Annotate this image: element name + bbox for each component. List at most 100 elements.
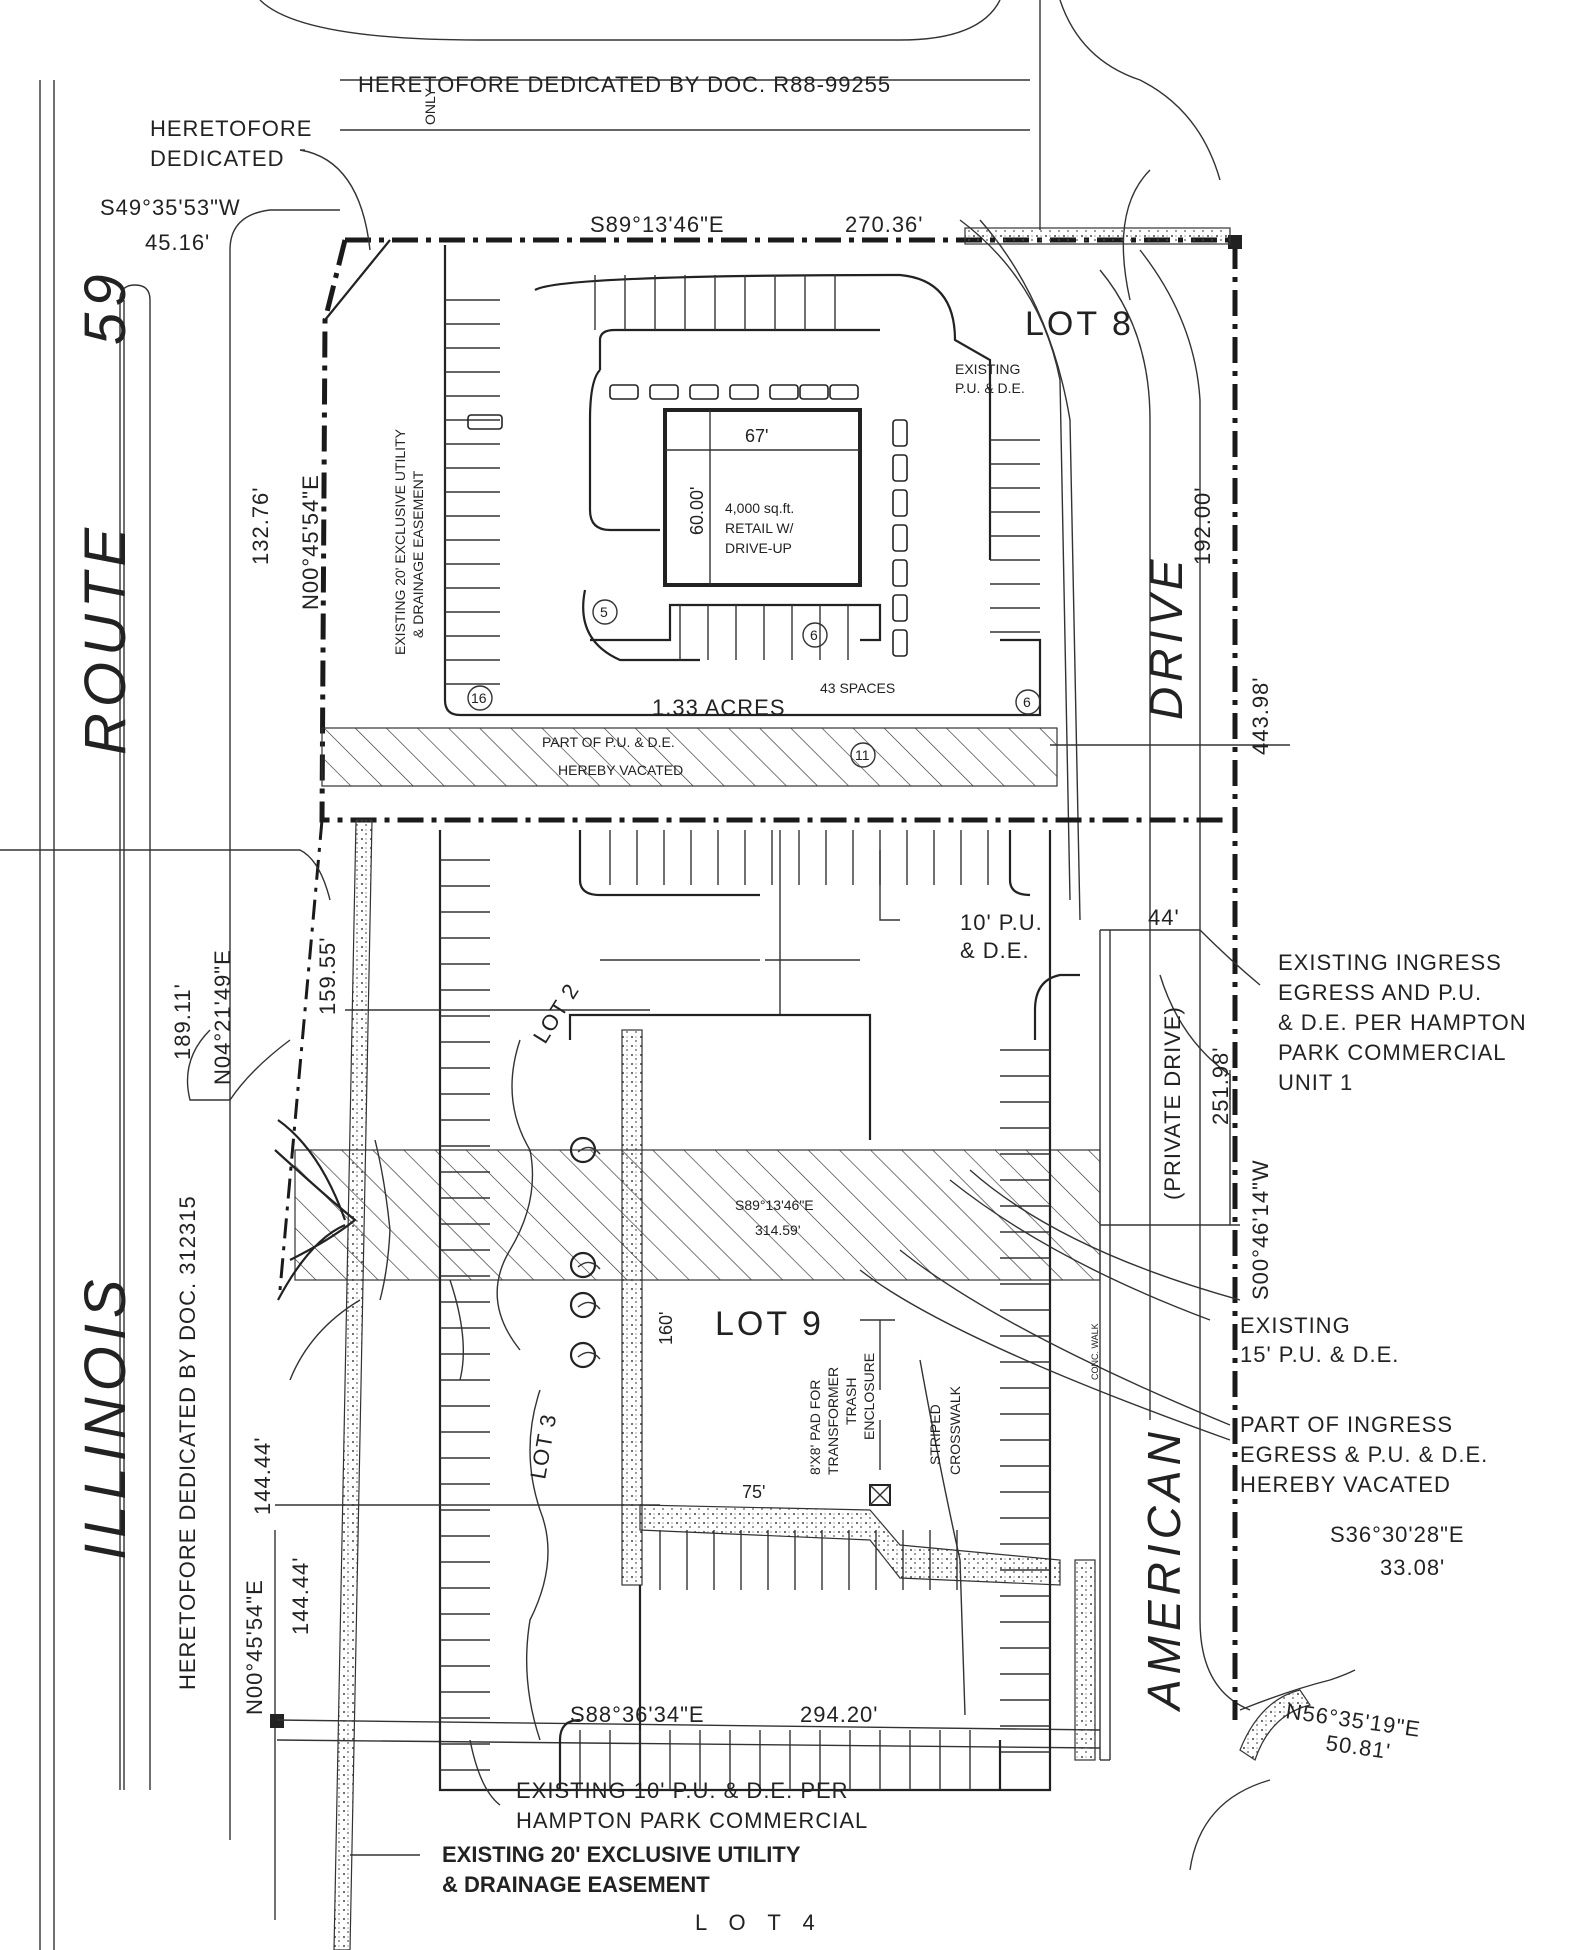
label-dist-192: 192.00' [1190, 487, 1215, 566]
utility-easement-strips [333, 227, 1311, 1950]
vacated-easements [294, 727, 1101, 1281]
label-bearing-top: S89°13'46"E [590, 212, 725, 237]
label-bldg-2: RETAIL W/ [725, 520, 794, 536]
car-icon [892, 489, 908, 517]
label-trash-1: TRASH [843, 1378, 859, 1425]
label-easement-20-2: & DRAINAGE EASEMENT [410, 470, 426, 638]
label-heretofore-1: HERETOFORE [150, 116, 312, 141]
car-icon [609, 384, 639, 400]
label-lot3: LOT 3 [525, 1412, 561, 1481]
label-pude10-2: & D.E. [960, 938, 1030, 963]
label-easement-bot-1: EXISTING 20' EXCLUSIVE UTILITY [442, 1842, 801, 1867]
label-existing-pude-1: EXISTING [955, 361, 1020, 377]
label-drive: DRIVE [1140, 554, 1192, 720]
label-part-ingress-1: PART OF INGRESS [1240, 1412, 1453, 1437]
label-ingress-5: UNIT 1 [1278, 1070, 1353, 1095]
label-existing10-2: HAMPTON PARK COMMERCIAL [516, 1808, 868, 1833]
label-dist-44: 44' [1148, 905, 1180, 930]
label-dist-nw: 45.16' [145, 230, 210, 255]
route-59-road-lines [39, 80, 340, 1950]
top-road-lines [259, 0, 1221, 301]
car-icon [892, 454, 908, 482]
label-lot2: LOT 2 [528, 979, 584, 1048]
label-dist-s36: 33.08' [1380, 1555, 1445, 1580]
label-dim-67: 67' [745, 426, 768, 446]
label-vacated-pude-2: HEREBY VACATED [558, 762, 683, 778]
label-count-6b: 6 [1023, 694, 1031, 710]
label-pude10-1: 10' P.U. [960, 910, 1043, 935]
label-route-59: 59 [73, 268, 138, 345]
label-bearing-s36: S36°30'28"E [1330, 1522, 1465, 1547]
label-dist-top: 270.36' [845, 212, 924, 237]
label-count-6a: 6 [810, 627, 818, 643]
label-dist-294: 294.20' [800, 1702, 879, 1727]
label-dim-160: 160' [656, 1312, 676, 1345]
label-illinois: ILLINOIS [73, 1273, 138, 1560]
car-icon [892, 524, 908, 552]
north-parking-lot [443, 245, 1042, 717]
label-lot9: LOT 9 [715, 1305, 824, 1343]
tree-icon [577, 1301, 601, 1310]
label-lot8: LOT 8 [1025, 305, 1134, 343]
label-pad-1: 8'X8' PAD FOR [807, 1380, 823, 1475]
tree-symbols [569, 1136, 601, 1369]
label-ingress-1: EXISTING INGRESS [1278, 950, 1502, 975]
label-spaces: 43 SPACES [820, 680, 895, 696]
tree-icon [577, 1146, 601, 1155]
car-icon [729, 384, 759, 400]
label-heretofore-doc: HERETOFORE DEDICATED BY DOC. R88-99255 [358, 72, 891, 97]
label-bearing-n04: N04°21'49"E [210, 949, 235, 1085]
label-lot4: L O T 4 [695, 1910, 823, 1935]
label-bldg-3: DRIVE-UP [725, 540, 792, 556]
car-icon [689, 384, 719, 400]
label-dist-189: 189.11' [170, 983, 195, 1060]
label-existing10-1: EXISTING 10' P.U. & D.E. PER [516, 1778, 849, 1803]
label-dist-314: 314.59' [755, 1222, 801, 1238]
label-dist-132: 132.76' [248, 487, 273, 566]
trash-enclosure [869, 1420, 891, 1506]
label-easement-bot-2: & DRAINAGE EASEMENT [442, 1872, 710, 1897]
label-american: AMERICAN [1138, 1427, 1190, 1713]
label-bearing-nw: S49°35'53"W [100, 195, 241, 220]
label-ingress-4: PARK COMMERCIAL [1278, 1040, 1507, 1065]
label-dim-75: 75' [742, 1482, 765, 1502]
tree-icon [569, 1341, 597, 1369]
label-ingress-3: & D.E. PER HAMPTON [1278, 1010, 1527, 1035]
label-private-drive: (PRIVATE DRIVE) [1160, 1006, 1185, 1200]
label-existing-pude-2: P.U. & D.E. [955, 380, 1025, 396]
label-existing15-1: EXISTING [1240, 1313, 1351, 1338]
car-icon [829, 384, 859, 400]
retail-building [663, 408, 862, 587]
label-heretofore-2: DEDICATED [150, 146, 285, 171]
landscape-islands [274, 1039, 549, 1741]
label-bldg-1: 4,000 sq.ft. [725, 500, 794, 516]
tree-icon [569, 1291, 597, 1319]
car-icon [467, 414, 503, 430]
label-bearing-n00-top: N00°45'54"E [298, 474, 323, 610]
car-icon [892, 419, 908, 447]
corner-monument-ne [1228, 235, 1242, 249]
corner-monument-sw [270, 1714, 284, 1728]
label-conc-walk: CONC. WALK [1090, 1323, 1100, 1380]
label-existing15-2: 15' P.U. & D.E. [1240, 1342, 1399, 1367]
label-crosswalk-1: STRIPED [927, 1404, 943, 1465]
car-icon [799, 384, 829, 400]
label-dist-144b: 144.44' [288, 1557, 313, 1636]
parked-car-icons [467, 384, 908, 657]
car-icon [892, 629, 908, 657]
label-bearing-mid: S89°13'46"E [735, 1197, 814, 1213]
label-acres: 1.33 ACRES [652, 695, 786, 720]
label-part-ingress-3: HEREBY VACATED [1240, 1472, 1451, 1497]
label-count-5: 5 [600, 604, 608, 620]
space-count-circles [467, 599, 1041, 768]
tree-icon [577, 1261, 601, 1270]
car-icon [769, 384, 799, 400]
label-dist-251: 251.98' [1208, 1047, 1233, 1126]
label-bearing-n00-bot: N00°45'54"E [242, 1579, 267, 1715]
label-heretofore-312315: HERETOFORE DEDICATED BY DOC. 312315 [175, 1195, 200, 1690]
label-only: ONLY [422, 87, 438, 125]
car-icon [892, 559, 908, 587]
property-boundary [270, 235, 1242, 1749]
label-trash-2: ENCLOSURE [861, 1353, 877, 1440]
